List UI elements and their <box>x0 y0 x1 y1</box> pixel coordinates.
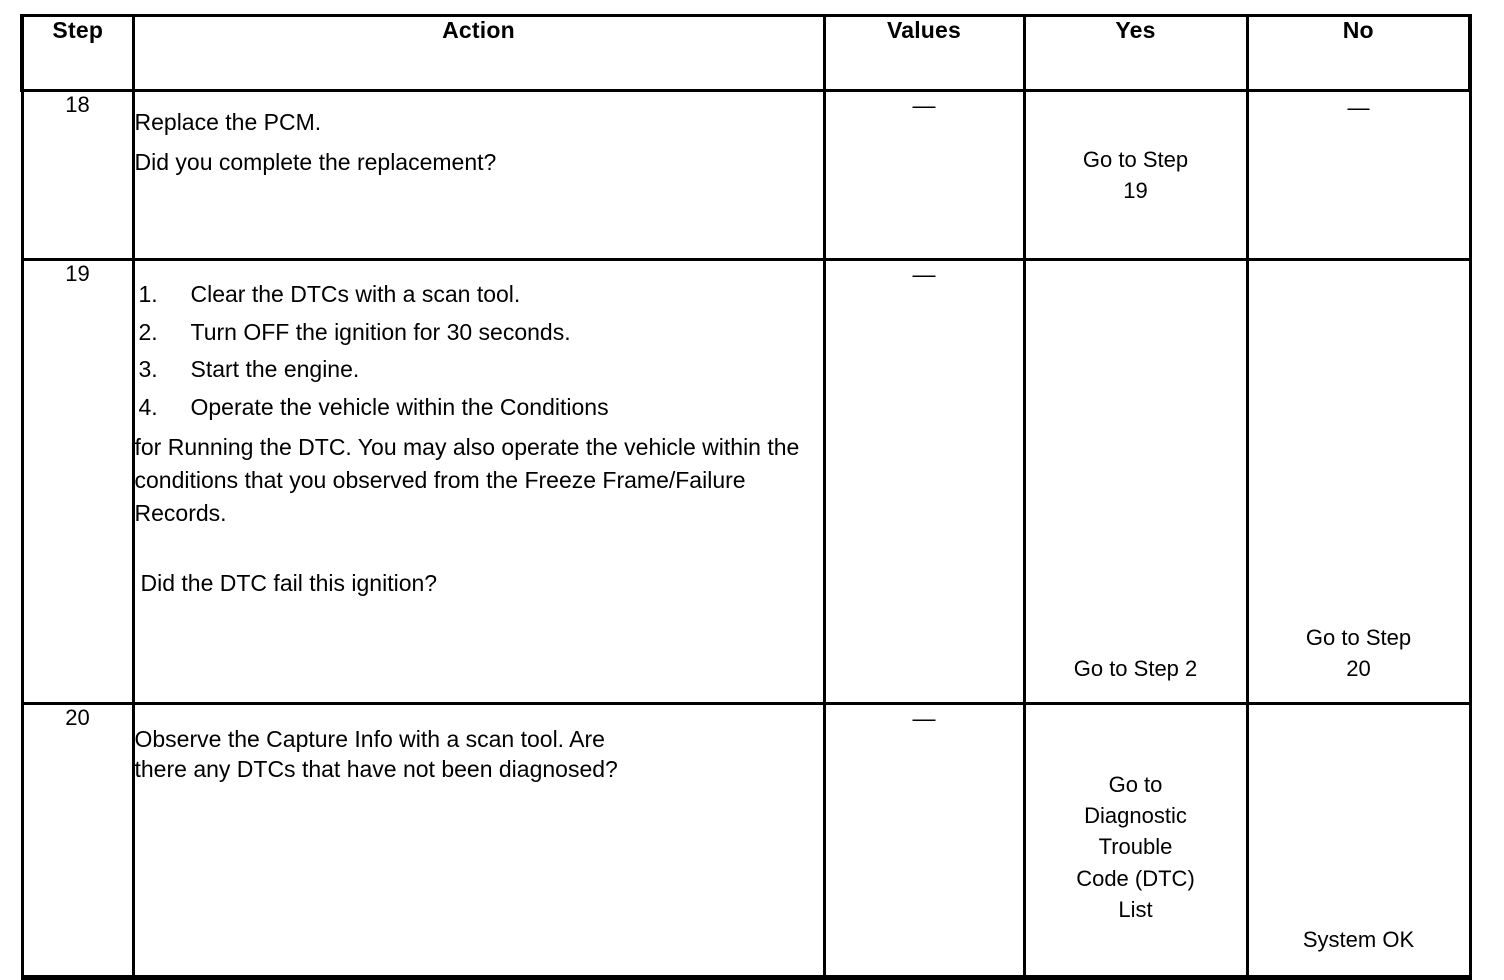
no-line: System OK <box>1302 926 1415 952</box>
yes-content: Go to Step 19 <box>1022 89 1249 261</box>
document-page: Step Action Values Yes No 18 Replace the… <box>20 14 1472 980</box>
list-item-text: Operate the vehicle within the Condition… <box>190 393 609 420</box>
list-item-text: Start the engine. <box>190 356 360 383</box>
table-body: 18 Replace the PCM. Did you complete the… <box>20 89 1472 980</box>
action-content: Replace the PCM. Did you complete the re… <box>131 89 826 261</box>
list-item: 2. Turn OFF the ignition for 30 seconds. <box>135 319 823 347</box>
action-line: Observe the Capture Info with a scan too… <box>134 726 605 752</box>
yes-content: Go to Step 2 <box>1022 258 1249 705</box>
yes-line: Code (DTC) <box>1076 865 1195 891</box>
list-item-text: Turn OFF the ignition for 30 seconds. <box>190 318 571 345</box>
list-item-number: 4. <box>138 393 158 420</box>
list-item-text: Clear the DTCs with a scan tool. <box>190 281 521 307</box>
action-content: Observe the Capture Info with a scan too… <box>131 702 826 980</box>
values-content: — <box>822 89 1026 261</box>
list-item-number: 2. <box>138 318 158 345</box>
no-line: Go to Step <box>1305 624 1412 650</box>
yes-line: Go to Step <box>1082 146 1189 172</box>
yes-line: Diagnostic <box>1084 803 1187 829</box>
action-question: Did you complete the replacement? <box>134 148 497 175</box>
yes-content: Go to Diagnostic Trouble Code (DTC) List <box>1022 702 1249 980</box>
no-content: System OK <box>1245 702 1472 980</box>
values-content: — <box>822 258 1026 705</box>
yes-line: Go to <box>1108 771 1163 797</box>
table-row: 19 1. Clear the DTCs with a scan tool. 2… <box>20 258 1472 705</box>
list-item: 4. Operate the vehicle within the Condit… <box>135 394 823 422</box>
column-header-yes: Yes <box>1022 14 1249 92</box>
list-item: 1. Clear the DTCs with a scan tool. <box>135 281 823 309</box>
no-line: — <box>1347 95 1370 120</box>
no-content: — <box>1245 89 1472 261</box>
column-header-no: No <box>1245 14 1472 92</box>
action-question: there any DTCs that have not been diagno… <box>134 755 618 782</box>
step-number: 19 <box>20 258 135 705</box>
column-header-action: Action <box>131 14 826 92</box>
table-header: Step Action Values Yes No <box>20 14 1472 92</box>
list-item-number: 3. <box>138 356 158 383</box>
action-paragraph: for Running the DTC. You may also operat… <box>134 434 800 526</box>
no-content: Go to Step 20 <box>1245 258 1472 705</box>
action-question: Did the DTC fail this ignition? <box>140 570 438 597</box>
step-number: 20 <box>20 702 135 980</box>
yes-line: List <box>1118 896 1153 922</box>
column-header-values: Values <box>822 14 1026 92</box>
table-row: 20 Observe the Capture Info with a scan … <box>20 702 1472 980</box>
values-content: — <box>822 702 1026 980</box>
yes-line: Trouble <box>1098 834 1173 860</box>
list-item: 3. Start the engine. <box>135 356 823 384</box>
action-content: 1. Clear the DTCs with a scan tool. 2. T… <box>131 258 826 705</box>
no-line: 20 <box>1346 655 1371 681</box>
column-header-step: Step <box>20 14 135 92</box>
table-row: 18 Replace the PCM. Did you complete the… <box>20 89 1472 261</box>
list-item-number: 1. <box>138 281 158 307</box>
diagnostic-procedure-table: Step Action Values Yes No 18 Replace the… <box>20 14 1472 980</box>
action-line: Replace the PCM. <box>134 109 322 135</box>
action-step-list: 1. Clear the DTCs with a scan tool. 2. T… <box>135 281 823 421</box>
header-row: Step Action Values Yes No <box>20 14 1472 92</box>
yes-line: Go to Step 2 <box>1073 655 1198 681</box>
yes-line: 19 <box>1123 178 1148 203</box>
step-number: 18 <box>20 89 135 261</box>
